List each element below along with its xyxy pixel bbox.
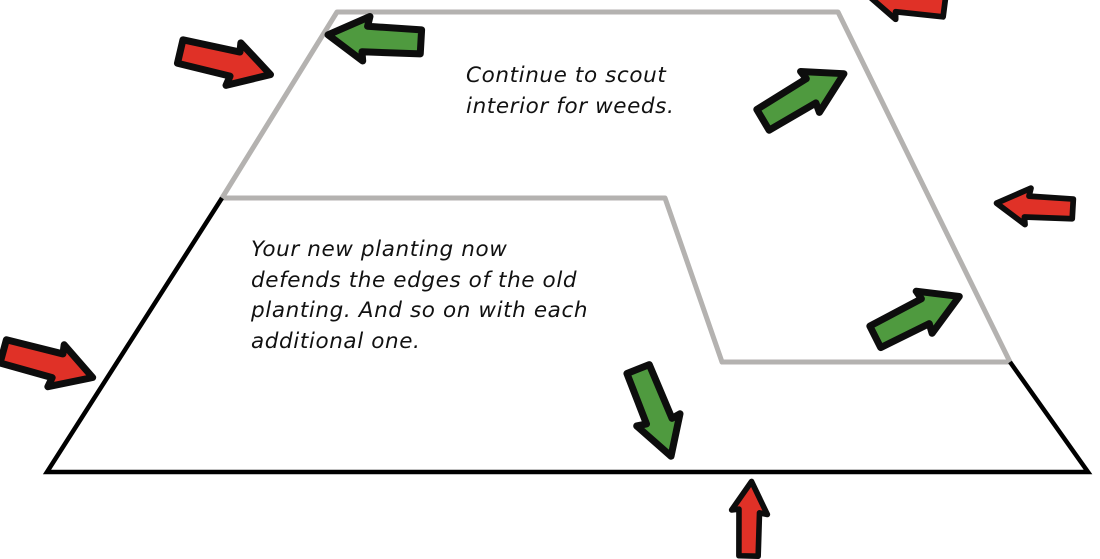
arrow-red-bottom <box>727 480 771 559</box>
note-planting: Your new planting now defends the edges … <box>251 237 589 354</box>
outer-field-trapezoid <box>42 196 1093 475</box>
arrow-red-top-right <box>865 0 948 29</box>
arrow-green-bottom-inner <box>621 360 692 463</box>
arrow-red-left <box>0 326 100 400</box>
arrow-red-right <box>994 184 1075 231</box>
note-interior: Continue to scout interior for weeds. <box>466 63 675 119</box>
arrow-green-right-inner <box>864 277 968 354</box>
arrow-green-top-left-inner <box>325 11 424 69</box>
arrow-red-top-left <box>174 26 277 98</box>
